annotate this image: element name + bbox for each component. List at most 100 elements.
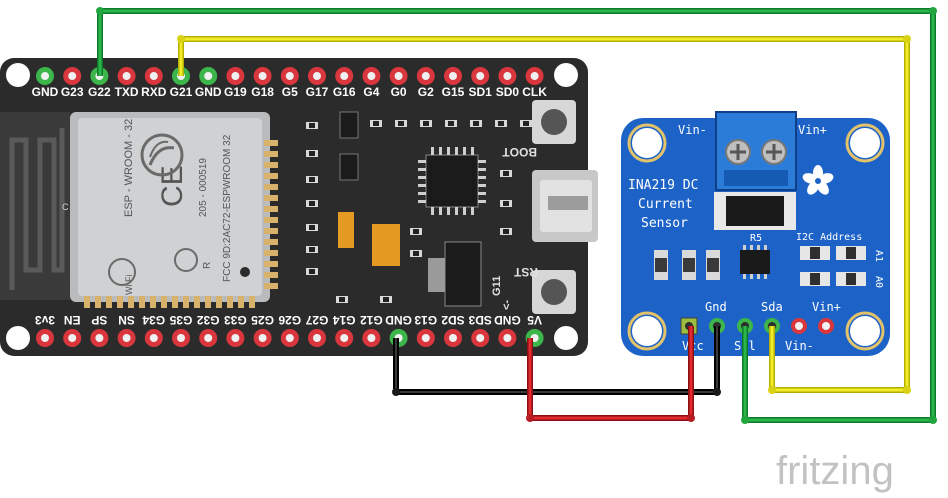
- adafruit-logo-icon: [802, 165, 834, 195]
- rst-button[interactable]: [532, 270, 576, 314]
- wire-endpoint: [392, 388, 400, 396]
- chip-leg: [757, 245, 760, 250]
- vin-minus-top: Vin-: [678, 123, 707, 137]
- bottom-pin-sp[interactable]: [90, 329, 109, 347]
- chip-leg: [439, 147, 442, 155]
- bottom-pin-label: SD2: [441, 313, 465, 327]
- chip-leg: [418, 160, 426, 163]
- top-pin-sd0[interactable]: [498, 67, 517, 85]
- fcc-logo-icon: [174, 248, 198, 272]
- top-pin-rxd[interactable]: [144, 67, 163, 85]
- module-pad: [205, 296, 211, 308]
- top-pin-g15[interactable]: [444, 67, 462, 85]
- bottom-pin-g13[interactable]: [416, 329, 435, 347]
- bottom-pin-g33[interactable]: [226, 329, 245, 347]
- module-name: ESP - WROOM - 32: [123, 119, 135, 217]
- top-header: [36, 67, 544, 85]
- chip-leg: [478, 176, 486, 179]
- bottom-pin-sn[interactable]: [117, 329, 136, 347]
- fritzing-watermark: fritzing: [776, 449, 894, 493]
- boot-button[interactable]: [532, 100, 576, 144]
- wifi-mark: Wi Fi: [124, 275, 134, 296]
- bottom-pin-label: G13: [414, 313, 437, 327]
- mount-hole: [850, 128, 880, 158]
- bottom-pin-label: SN: [118, 313, 135, 327]
- module-pad: [183, 296, 189, 308]
- chip-leg: [418, 192, 426, 195]
- top-pin-g5[interactable]: [280, 67, 299, 85]
- bottom-pin-label: 3v3: [35, 313, 55, 327]
- top-pin-g4[interactable]: [362, 67, 381, 85]
- mount-hole-ring: [627, 123, 667, 163]
- bottom-pin-g26[interactable]: [280, 329, 299, 347]
- bottom-pin-label: G27: [305, 313, 328, 327]
- module-pad: [264, 250, 278, 256]
- chip-leg: [471, 207, 474, 215]
- module-markings: ESP - WROOM - 32 205 - 000519 FCC 9D:2AC…: [123, 119, 233, 295]
- smd-body: [655, 258, 667, 272]
- bottom-pin-en[interactable]: [63, 329, 82, 347]
- bottom-pin-label: G25: [251, 313, 274, 327]
- top-pin-label: G0: [391, 85, 407, 99]
- mount-hole-ring: [845, 123, 885, 163]
- bottom-pin-gnd[interactable]: [498, 329, 517, 347]
- smd-body: [523, 121, 529, 126]
- bottom-pin-g32[interactable]: [199, 329, 218, 347]
- bottom-pin-sd2[interactable]: [444, 329, 462, 347]
- r-mark: R: [202, 262, 213, 269]
- chip-leg: [447, 147, 450, 155]
- bottom-pin-sd3[interactable]: [471, 329, 490, 347]
- chip-leg: [478, 168, 486, 171]
- top-pin-g16[interactable]: [335, 67, 354, 85]
- g11-arrow: <-: [501, 300, 513, 310]
- bottom-pin-g27[interactable]: [308, 329, 326, 347]
- top-pin-gnd[interactable]: [36, 67, 54, 85]
- vin-minus-pin-label: Vin-: [785, 339, 814, 353]
- bottom-pin-g35[interactable]: [172, 329, 190, 347]
- top-pin-label: G4: [363, 85, 379, 99]
- top-pin-gnd[interactable]: [199, 67, 218, 85]
- bottom-pin-g12[interactable]: [362, 329, 381, 347]
- capacitor-orange: [372, 224, 400, 266]
- smd-body: [413, 229, 419, 234]
- module-pad: [264, 140, 278, 146]
- wires: [96, 7, 937, 424]
- fcc-id: FCC 9D:2AC72-ESPWROOM 32: [222, 134, 233, 282]
- bottom-pin-g34[interactable]: [144, 329, 163, 347]
- wire-endpoint: [768, 386, 776, 394]
- bottom-pin-g25[interactable]: [253, 329, 272, 347]
- wire-yellow-sda-core: [179, 37, 909, 392]
- top-pin-g17[interactable]: [308, 67, 326, 85]
- top-pin-clk[interactable]: [525, 67, 544, 85]
- bottom-pin-label: GND: [385, 313, 412, 327]
- mount-hole: [632, 316, 662, 346]
- top-pin-sd1[interactable]: [471, 67, 490, 85]
- top-pin-g2[interactable]: [416, 67, 435, 85]
- bottom-pin-g14[interactable]: [335, 329, 354, 347]
- jumper-gap: [810, 247, 820, 259]
- wire-endpoint: [687, 414, 695, 422]
- top-pin-g23[interactable]: [63, 67, 82, 85]
- wifi-logo-icon: [108, 258, 136, 286]
- module-code: 205 - 000519: [198, 158, 209, 217]
- vin-plus-top: Vin+: [798, 123, 827, 137]
- top-pin-g0[interactable]: [389, 67, 408, 85]
- wire-endpoint: [526, 414, 534, 422]
- mount-hole: [554, 326, 578, 350]
- bottom-pin-label: G12: [360, 313, 383, 327]
- top-pin-label: RXD: [141, 85, 167, 99]
- chip-leg: [764, 245, 767, 250]
- top-pin-g19[interactable]: [226, 67, 245, 85]
- a1-label: A1: [873, 250, 884, 262]
- usb-uart-chip: [425, 154, 479, 208]
- top-pin-g18[interactable]: [253, 67, 272, 85]
- wroom-shield-inner: [78, 118, 262, 296]
- bottom-pin-3v3[interactable]: [36, 329, 54, 347]
- smd-body: [683, 258, 695, 272]
- top-pin-txd[interactable]: [117, 67, 136, 85]
- module-pad: [194, 296, 200, 308]
- chip-leg: [431, 147, 434, 155]
- top-pin-label: G18: [251, 85, 274, 99]
- module-pad: [84, 296, 90, 308]
- screw-terminal[interactable]: [715, 111, 797, 191]
